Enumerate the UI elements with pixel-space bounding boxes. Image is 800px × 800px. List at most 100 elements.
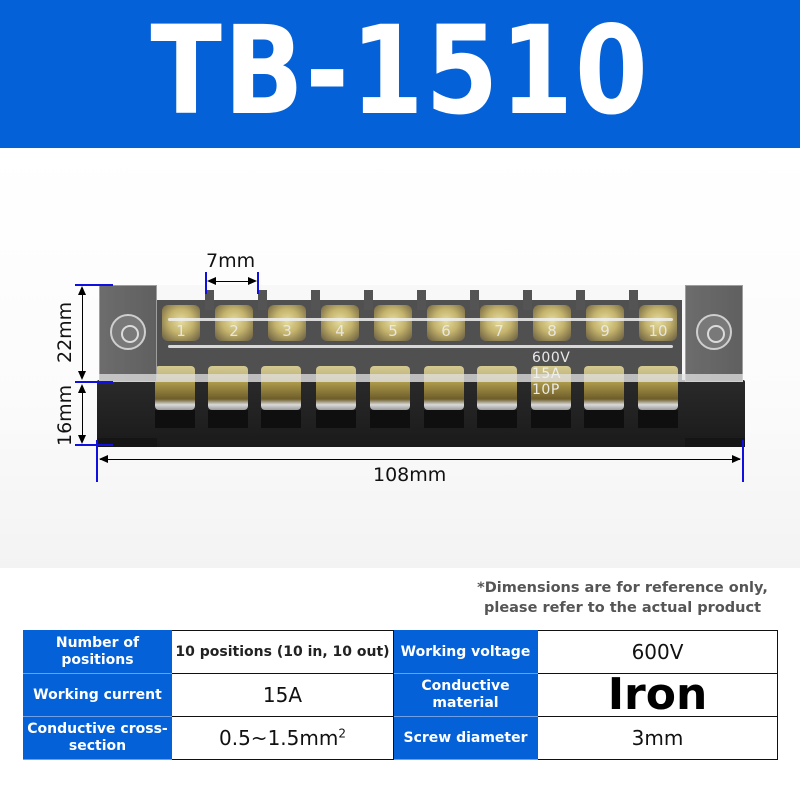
superscript-exponent: 2 (338, 726, 346, 741)
spec-value-material: Iron (537, 673, 778, 717)
wire-slot (370, 410, 410, 428)
terminal-number: 10 (648, 322, 668, 340)
table-row: Number of positions 10 positions (10 in,… (23, 630, 778, 674)
dimension-tick (75, 284, 113, 286)
transparent-cover (99, 285, 743, 382)
screw-icon (639, 305, 677, 341)
spec-value-current: 15A (171, 673, 394, 717)
cover-ridge (168, 345, 673, 348)
dimension-label-pitch: 7mm (206, 250, 256, 272)
product-title: TB-1510 (150, 0, 650, 142)
terminal-base (97, 380, 745, 447)
arrow-down-icon (78, 371, 86, 380)
rating-label: 600V 15A 10P (532, 350, 571, 398)
dimension-tick (96, 440, 98, 482)
dimension-label-base-height: 16mm (54, 384, 76, 446)
base-foot-right (685, 438, 745, 447)
dimension-line-length (100, 459, 740, 460)
screw-icon (321, 305, 359, 341)
wire-slot (261, 410, 301, 428)
spec-value-screw-diameter: 3mm (537, 716, 778, 760)
mounting-hole-icon (696, 314, 732, 350)
separator-tab (576, 290, 585, 310)
screw-icon (316, 366, 356, 410)
cross-section-value: 0.5~1.5mm (219, 726, 339, 750)
arrow-left-icon (99, 455, 108, 463)
terminal-number: 2 (229, 322, 239, 340)
wire-slot (584, 410, 624, 428)
end-cap-right (685, 285, 743, 382)
terminal-number: 4 (335, 322, 345, 340)
terminal-number: 8 (547, 322, 557, 340)
cover-ridge (168, 318, 673, 321)
screw-icon (370, 366, 410, 410)
reference-note: *Dimensions are for reference only, plea… (477, 580, 768, 616)
dimension-tick (75, 381, 113, 383)
spec-label-screw-diameter: Screw diameter (393, 716, 538, 760)
dimension-tick (742, 440, 744, 482)
separator-tab (311, 290, 320, 310)
dimension-tick (205, 272, 207, 294)
spec-label-current: Working current (23, 673, 172, 717)
screw-icon (374, 305, 412, 341)
terminal-number: 3 (282, 322, 292, 340)
terminal-number: 7 (494, 322, 504, 340)
arrow-up-icon (78, 384, 86, 393)
dimension-line-pitch (210, 281, 254, 282)
screw-icon (477, 366, 517, 410)
title-banner (0, 0, 800, 148)
arrow-left-icon (207, 277, 216, 285)
screw-icon (584, 366, 624, 410)
screw-icon (424, 366, 464, 410)
dimension-tick (75, 444, 113, 446)
spec-label-positions: Number of positions (23, 630, 172, 674)
screw-icon (261, 366, 301, 410)
table-row: Conductive cross-section 0.5~1.5mm2 Scre… (23, 716, 778, 760)
terminal-number: 9 (600, 322, 610, 340)
screw-icon (480, 305, 518, 341)
terminal-number: 6 (441, 322, 451, 340)
separator-tab (470, 290, 479, 310)
screw-icon (155, 366, 195, 410)
separator-tab (205, 290, 214, 310)
screw-icon (586, 305, 624, 341)
dimension-line-cover-height (82, 288, 83, 378)
arrow-up-icon (78, 286, 86, 295)
separator-tab (417, 290, 426, 310)
spec-label-material: Conductive material (393, 673, 538, 717)
end-cap-left (99, 285, 157, 382)
separator-tab (364, 290, 373, 310)
terminal-number: 1 (176, 322, 186, 340)
screw-icon (533, 305, 571, 341)
separator-tab (258, 290, 267, 310)
dimension-label-length: 108mm (373, 464, 447, 486)
arrow-right-icon (732, 455, 741, 463)
table-row: Working current 15A Conductive material … (23, 673, 778, 717)
wire-slot (477, 410, 517, 428)
wire-slot (424, 410, 464, 428)
wire-slot (208, 410, 248, 428)
spec-value-cross-section: 0.5~1.5mm2 (171, 716, 394, 760)
dimension-line-base-height (82, 386, 83, 441)
spec-value-positions: 10 positions (10 in, 10 out) (171, 630, 394, 674)
arrow-right-icon (248, 277, 257, 285)
dimension-tick (257, 272, 259, 294)
wire-slot (316, 410, 356, 428)
screw-icon (638, 366, 678, 410)
arrow-down-icon (78, 435, 86, 444)
wire-slot (638, 410, 678, 428)
screw-icon (208, 366, 248, 410)
spec-table: Number of positions 10 positions (10 in,… (23, 630, 778, 760)
screw-icon (268, 305, 306, 341)
separator-tab (629, 290, 638, 310)
mounting-hole-icon (110, 314, 146, 350)
base-foot-left (97, 438, 157, 447)
spec-value-voltage: 600V (537, 630, 778, 674)
separator-tab (523, 290, 532, 310)
wire-slot (531, 410, 571, 428)
dimension-label-cover-height: 22mm (54, 301, 76, 363)
screw-icon (427, 305, 465, 341)
screw-icon (162, 305, 200, 341)
screw-icon (531, 366, 571, 410)
screw-icon (215, 305, 253, 341)
